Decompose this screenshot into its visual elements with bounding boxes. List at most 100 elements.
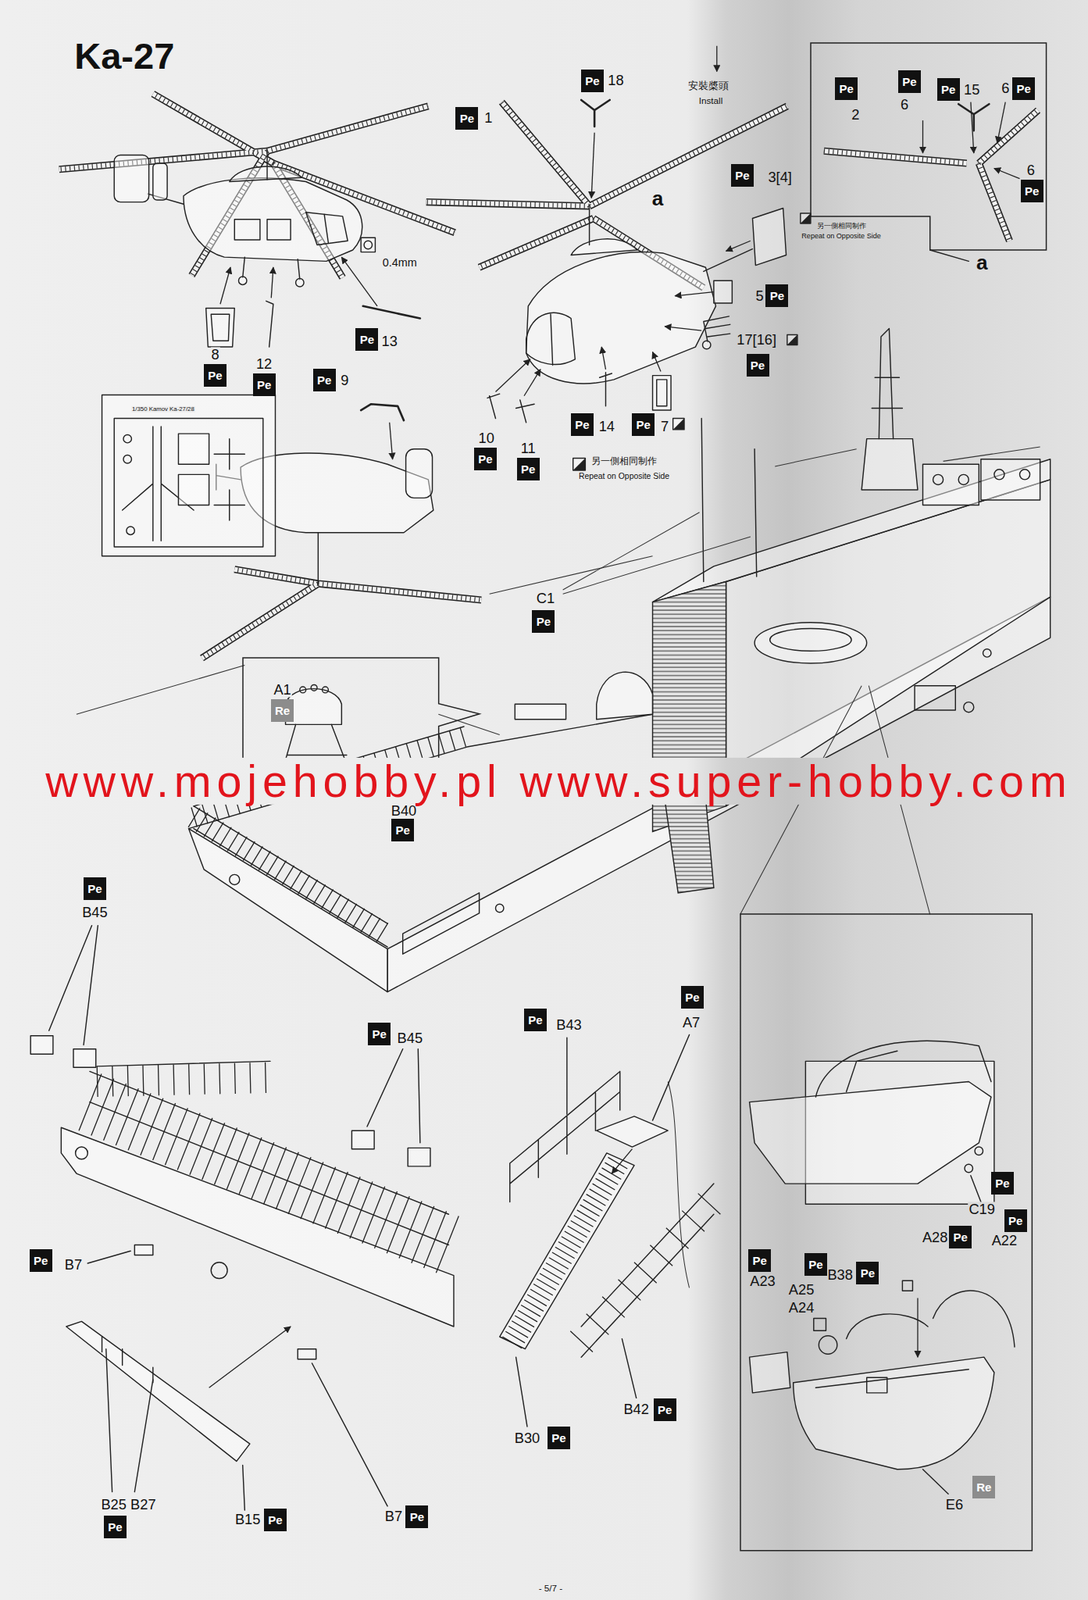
ladder-drawing xyxy=(499,1034,714,1427)
ship-drawing xyxy=(193,816,388,936)
deck-railing-drawing xyxy=(60,1127,454,1327)
boat-drawing xyxy=(793,1356,995,1470)
part-number: B40 xyxy=(390,802,418,818)
photoetch-badge: Pe xyxy=(313,368,336,392)
helicopter-drawing xyxy=(599,372,613,407)
instruction-note: Repeat on Opposite Side xyxy=(577,471,671,481)
helicopter-drawing xyxy=(406,449,433,499)
part-number: A24 xyxy=(788,1299,816,1315)
material-code: Pe xyxy=(657,1403,672,1416)
boat-drawing xyxy=(866,1376,888,1393)
rotor-head-detail xyxy=(922,120,924,154)
photoetch-badge: Pe xyxy=(834,77,858,100)
ship-drawing xyxy=(754,622,867,664)
helicopter-drawing xyxy=(487,393,500,418)
ship-drawing xyxy=(958,474,969,485)
photoetch-fret xyxy=(102,394,276,556)
ship-drawing xyxy=(652,459,1051,603)
ladder-drawing xyxy=(581,1198,714,1342)
deck-railing-drawing xyxy=(89,1060,450,1245)
helicopter-drawing xyxy=(573,457,586,471)
launcher-detail xyxy=(285,688,343,725)
boat-drawing xyxy=(846,1313,928,1339)
deck-railing-drawing xyxy=(89,1102,450,1245)
deck-railing-drawing xyxy=(96,1077,271,1081)
part-number: 2 xyxy=(850,107,860,123)
helicopter-drawing xyxy=(702,340,711,349)
helicopter-drawing xyxy=(526,252,717,384)
instruction-note: Install xyxy=(698,96,725,106)
boat-drawing xyxy=(923,1469,949,1494)
ship-drawing xyxy=(983,649,992,657)
photoetch-badge: Pe xyxy=(581,69,604,93)
part-number: B25 B27 xyxy=(99,1496,157,1512)
photoetch-badge: Pe xyxy=(391,818,414,842)
deck-railing-drawing xyxy=(87,1250,388,1510)
photoetch-badge: Pe xyxy=(474,447,497,471)
photoetch-badge: Pe xyxy=(524,1008,547,1031)
photoetch-badge: Pe xyxy=(547,1426,571,1449)
helicopter-drawing xyxy=(656,379,668,407)
helicopter-drawing xyxy=(589,207,753,272)
helicopter-drawing xyxy=(220,267,231,304)
rotor-head-detail xyxy=(997,102,1006,143)
boat-drawing xyxy=(818,1335,837,1355)
material-code: Re xyxy=(976,1480,992,1493)
boat-drawing xyxy=(970,1175,981,1203)
instruction-note: Repeat on Opposite Side xyxy=(800,232,882,241)
boat-drawing xyxy=(902,1280,913,1291)
boat-drawing xyxy=(916,1297,918,1357)
part-number: B7 xyxy=(64,1256,83,1272)
helicopter-drawing xyxy=(581,99,610,127)
helicopter-drawing xyxy=(601,346,606,370)
photoetch-badge: Pe xyxy=(405,1505,429,1528)
boat-drawing xyxy=(933,1290,1015,1347)
photoetch-fret xyxy=(102,394,276,556)
photoetch-badge: Pe xyxy=(804,1252,828,1276)
photoetch-badge: Pe xyxy=(570,413,594,436)
part-number: 6 xyxy=(1026,162,1036,178)
boat-drawing xyxy=(974,1146,983,1155)
part-number: C1 xyxy=(535,591,556,607)
inset-outline xyxy=(740,913,1032,1551)
photoetch-badge: Pe xyxy=(653,1398,677,1421)
helicopter-drawing xyxy=(652,375,671,411)
photoetch-badge: Pe xyxy=(765,284,789,307)
part-number: A28 xyxy=(921,1229,949,1245)
ladder-drawing xyxy=(516,1034,690,1427)
material-code: Pe xyxy=(953,1230,968,1243)
helicopter-drawing xyxy=(114,155,149,203)
helicopter-drawing xyxy=(664,326,702,331)
resin-badge: Re xyxy=(271,699,294,722)
deck-railing-drawing xyxy=(49,925,421,1143)
photoetch-badge: Pe xyxy=(517,457,540,481)
ship-drawing xyxy=(514,703,566,720)
part-number: B45 xyxy=(396,1030,425,1046)
helicopter-drawing xyxy=(363,240,372,249)
boat-drawing xyxy=(749,1080,992,1184)
photoetch-fret xyxy=(126,526,135,535)
ship-drawing xyxy=(923,463,980,505)
helicopter-drawing xyxy=(674,292,714,297)
ladder-drawing xyxy=(499,1152,635,1349)
photoetch-badge: Pe xyxy=(681,985,704,1009)
helicopter-drawing xyxy=(59,93,456,347)
page-title: Ka-27 xyxy=(73,36,175,75)
helicopter-drawing xyxy=(426,46,811,471)
helicopter-drawing xyxy=(201,569,482,659)
helicopter-drawing xyxy=(716,46,718,72)
rotor-head-detail xyxy=(958,103,989,131)
material-code: Pe xyxy=(1024,185,1039,197)
part-number: A7 xyxy=(681,1015,701,1031)
helicopter-drawing xyxy=(526,312,576,365)
material-code: Pe xyxy=(1008,1214,1023,1227)
deck-railing-drawing xyxy=(75,1146,89,1160)
ship-drawing xyxy=(980,459,1041,500)
launcher-detail xyxy=(310,684,318,691)
helicopter-drawing xyxy=(726,240,751,251)
ship-drawing xyxy=(403,892,480,954)
deck-railing-drawing xyxy=(102,1336,154,1383)
helicopter-drawing xyxy=(234,219,291,240)
callout-number: 13 xyxy=(381,334,399,350)
material-code: Pe xyxy=(207,369,222,382)
